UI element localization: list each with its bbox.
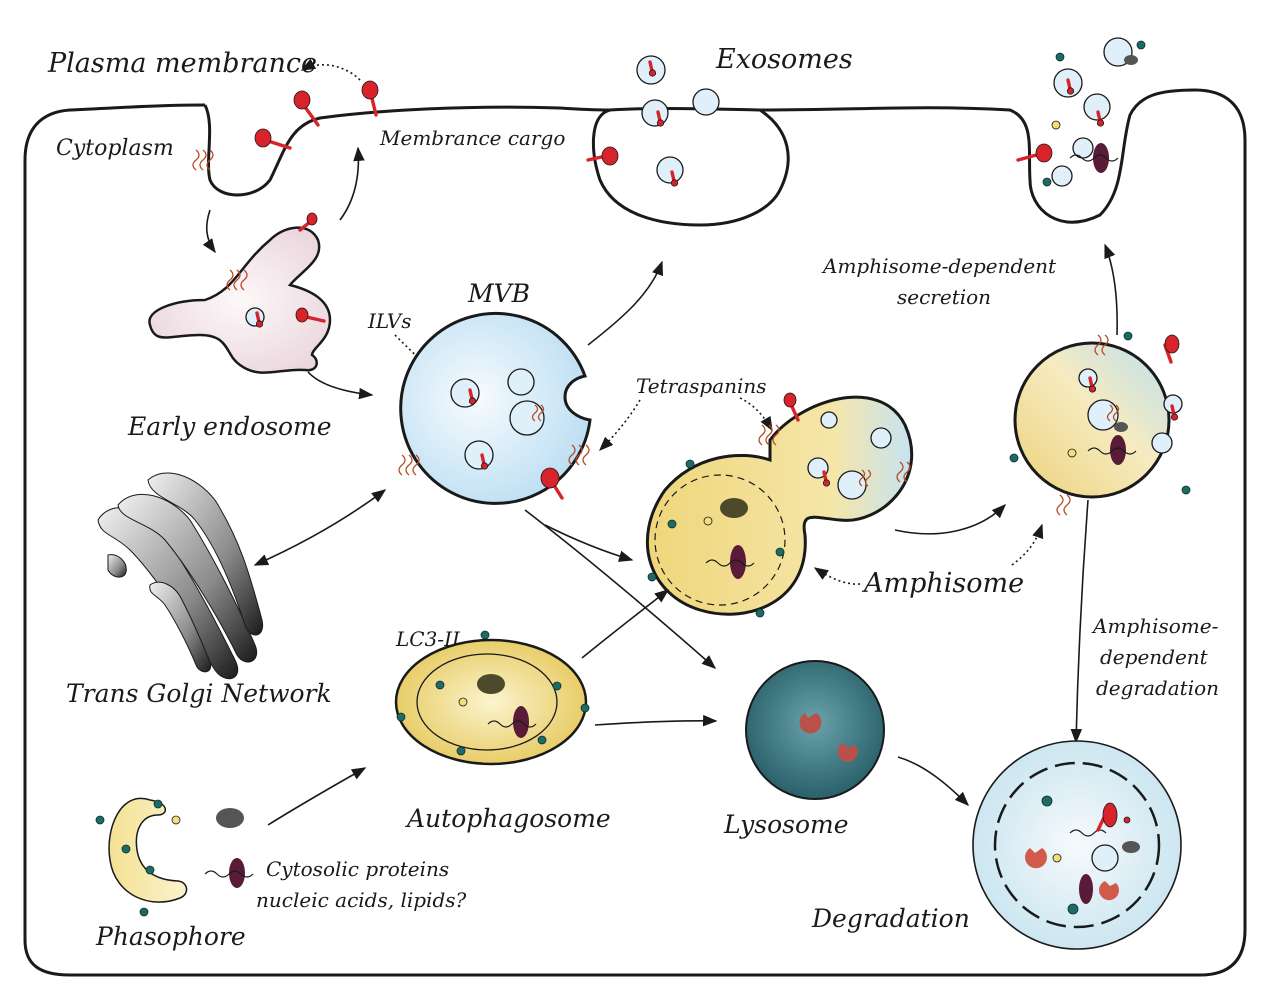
arrow-autophagosome-to-lysosome <box>594 714 718 727</box>
amphisome-degradation-label-2: dependent <box>1100 645 1209 669</box>
trans-golgi-network <box>97 472 264 680</box>
tetraspanin-membrane <box>192 149 214 171</box>
cytosolic-label-1: Cytosolic proteins <box>266 857 449 881</box>
amphisome-degradation-label-1: Amphisome- <box>1091 614 1219 638</box>
amphisome-contents <box>647 392 911 618</box>
amphisome-inner-membrane <box>654 474 786 606</box>
arrow-amphisome-label-right <box>1011 523 1044 566</box>
mvb-label: MVB <box>467 279 530 308</box>
early-endosome <box>148 226 332 374</box>
autophagosome-inner <box>416 653 558 751</box>
lysosome-label: Lysosome <box>723 810 849 839</box>
trans-golgi-label: Trans Golgi Network <box>66 679 332 708</box>
phasophore-contents <box>95 799 254 917</box>
arrow-golgi-mvb <box>253 489 387 566</box>
degradation-vesicle <box>972 740 1182 950</box>
arrow-membrane-to-endosome <box>202 209 216 254</box>
degradation-inner-membrane <box>993 761 1161 929</box>
arrow-tetra-mvb <box>598 399 641 452</box>
autophagosome-contents <box>396 630 590 756</box>
exosomes-label: Exosomes <box>715 44 853 75</box>
lysosome-contents <box>799 713 858 762</box>
cytoplasm-label: Cytoplasm <box>56 136 174 161</box>
phasophore <box>108 797 188 903</box>
arrow-mvb-to-lysosome <box>524 509 717 669</box>
arrow-amphisome-label-left <box>813 567 861 585</box>
autophagosome-label: Autophagosome <box>405 804 611 833</box>
mvb-ilvs <box>398 368 590 500</box>
degradation-label: Degradation <box>811 904 970 933</box>
mature-amphisome-contents <box>1009 331 1191 516</box>
membrane-cargo-label: Membrance cargo <box>379 126 565 150</box>
degradation-contents <box>1025 795 1140 915</box>
autophagosome-outer <box>394 638 588 766</box>
plasma-membrane-left-fold <box>203 104 611 197</box>
exosome-vesicles <box>636 37 1146 188</box>
plasma-membrane <box>23 88 1247 977</box>
amphisome-label: Amphisome <box>861 568 1024 599</box>
membrane-cargo-proteins <box>254 80 1053 166</box>
tetraspanins-label: Tetraspanins <box>636 374 767 398</box>
arrow-mvb-to-amphisome <box>544 524 634 562</box>
arrow-endosome-to-membrane <box>339 146 365 221</box>
ilvs-label: ILVs <box>367 309 412 333</box>
arrow-amphisome-degradation <box>1070 499 1089 744</box>
phasophore-label: Phasophore <box>95 922 246 951</box>
early-endosome-label: Early endosome <box>127 412 332 441</box>
amphisome-degradation-label-3: degradation <box>1096 676 1219 700</box>
amphisome-secretion-label-2: secretion <box>897 285 991 309</box>
arrow-mvb-to-exosomes <box>587 260 663 346</box>
early-endosome-contents <box>226 212 326 329</box>
arrow-lysosome-to-degradation <box>897 756 970 807</box>
plasma-membrane-label: Plasma membrance <box>47 48 317 79</box>
amphisome-secretion-label-1: Amphisome-dependent <box>821 254 1057 278</box>
arrow-tetra-amphisome <box>739 397 773 432</box>
mvb <box>399 311 592 505</box>
arrow-autophagosome-to-amphisome <box>581 589 670 659</box>
arrow-cargo-to-membrane <box>300 58 361 81</box>
arrow-endosome-to-mvb <box>307 371 374 400</box>
cytosolic-label-2: nucleic acids, lipids? <box>256 888 467 912</box>
arrow-amphisome-secretion <box>1104 243 1118 336</box>
arrow-phasophore-to-autophagosome <box>267 767 367 826</box>
arrow-fusion-to-amphisome <box>894 503 1007 535</box>
